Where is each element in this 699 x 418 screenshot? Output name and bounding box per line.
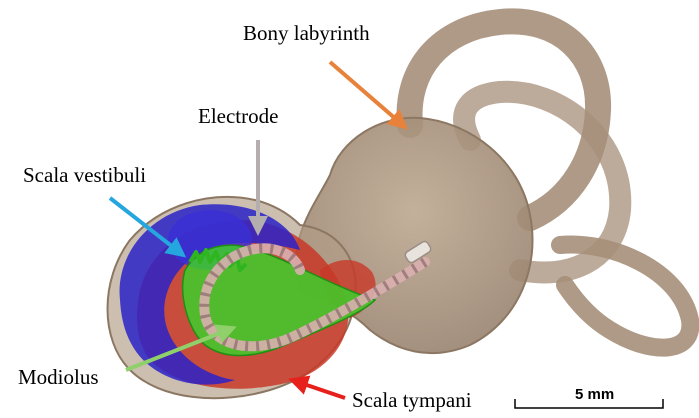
label-bony-labyrinth: Bony labyrinth: [243, 21, 370, 46]
label-modiolus: Modiolus: [18, 365, 99, 390]
arrow-bony-labyrinth: [330, 62, 405, 127]
label-scala-tympani: Scala tympani: [352, 388, 472, 413]
label-electrode: Electrode: [198, 104, 278, 129]
label-scala-vestibuli: Scala vestibuli: [23, 163, 146, 188]
arrow-scala-tympani: [292, 380, 345, 398]
scale-bar-label: 5 mm: [575, 386, 614, 403]
